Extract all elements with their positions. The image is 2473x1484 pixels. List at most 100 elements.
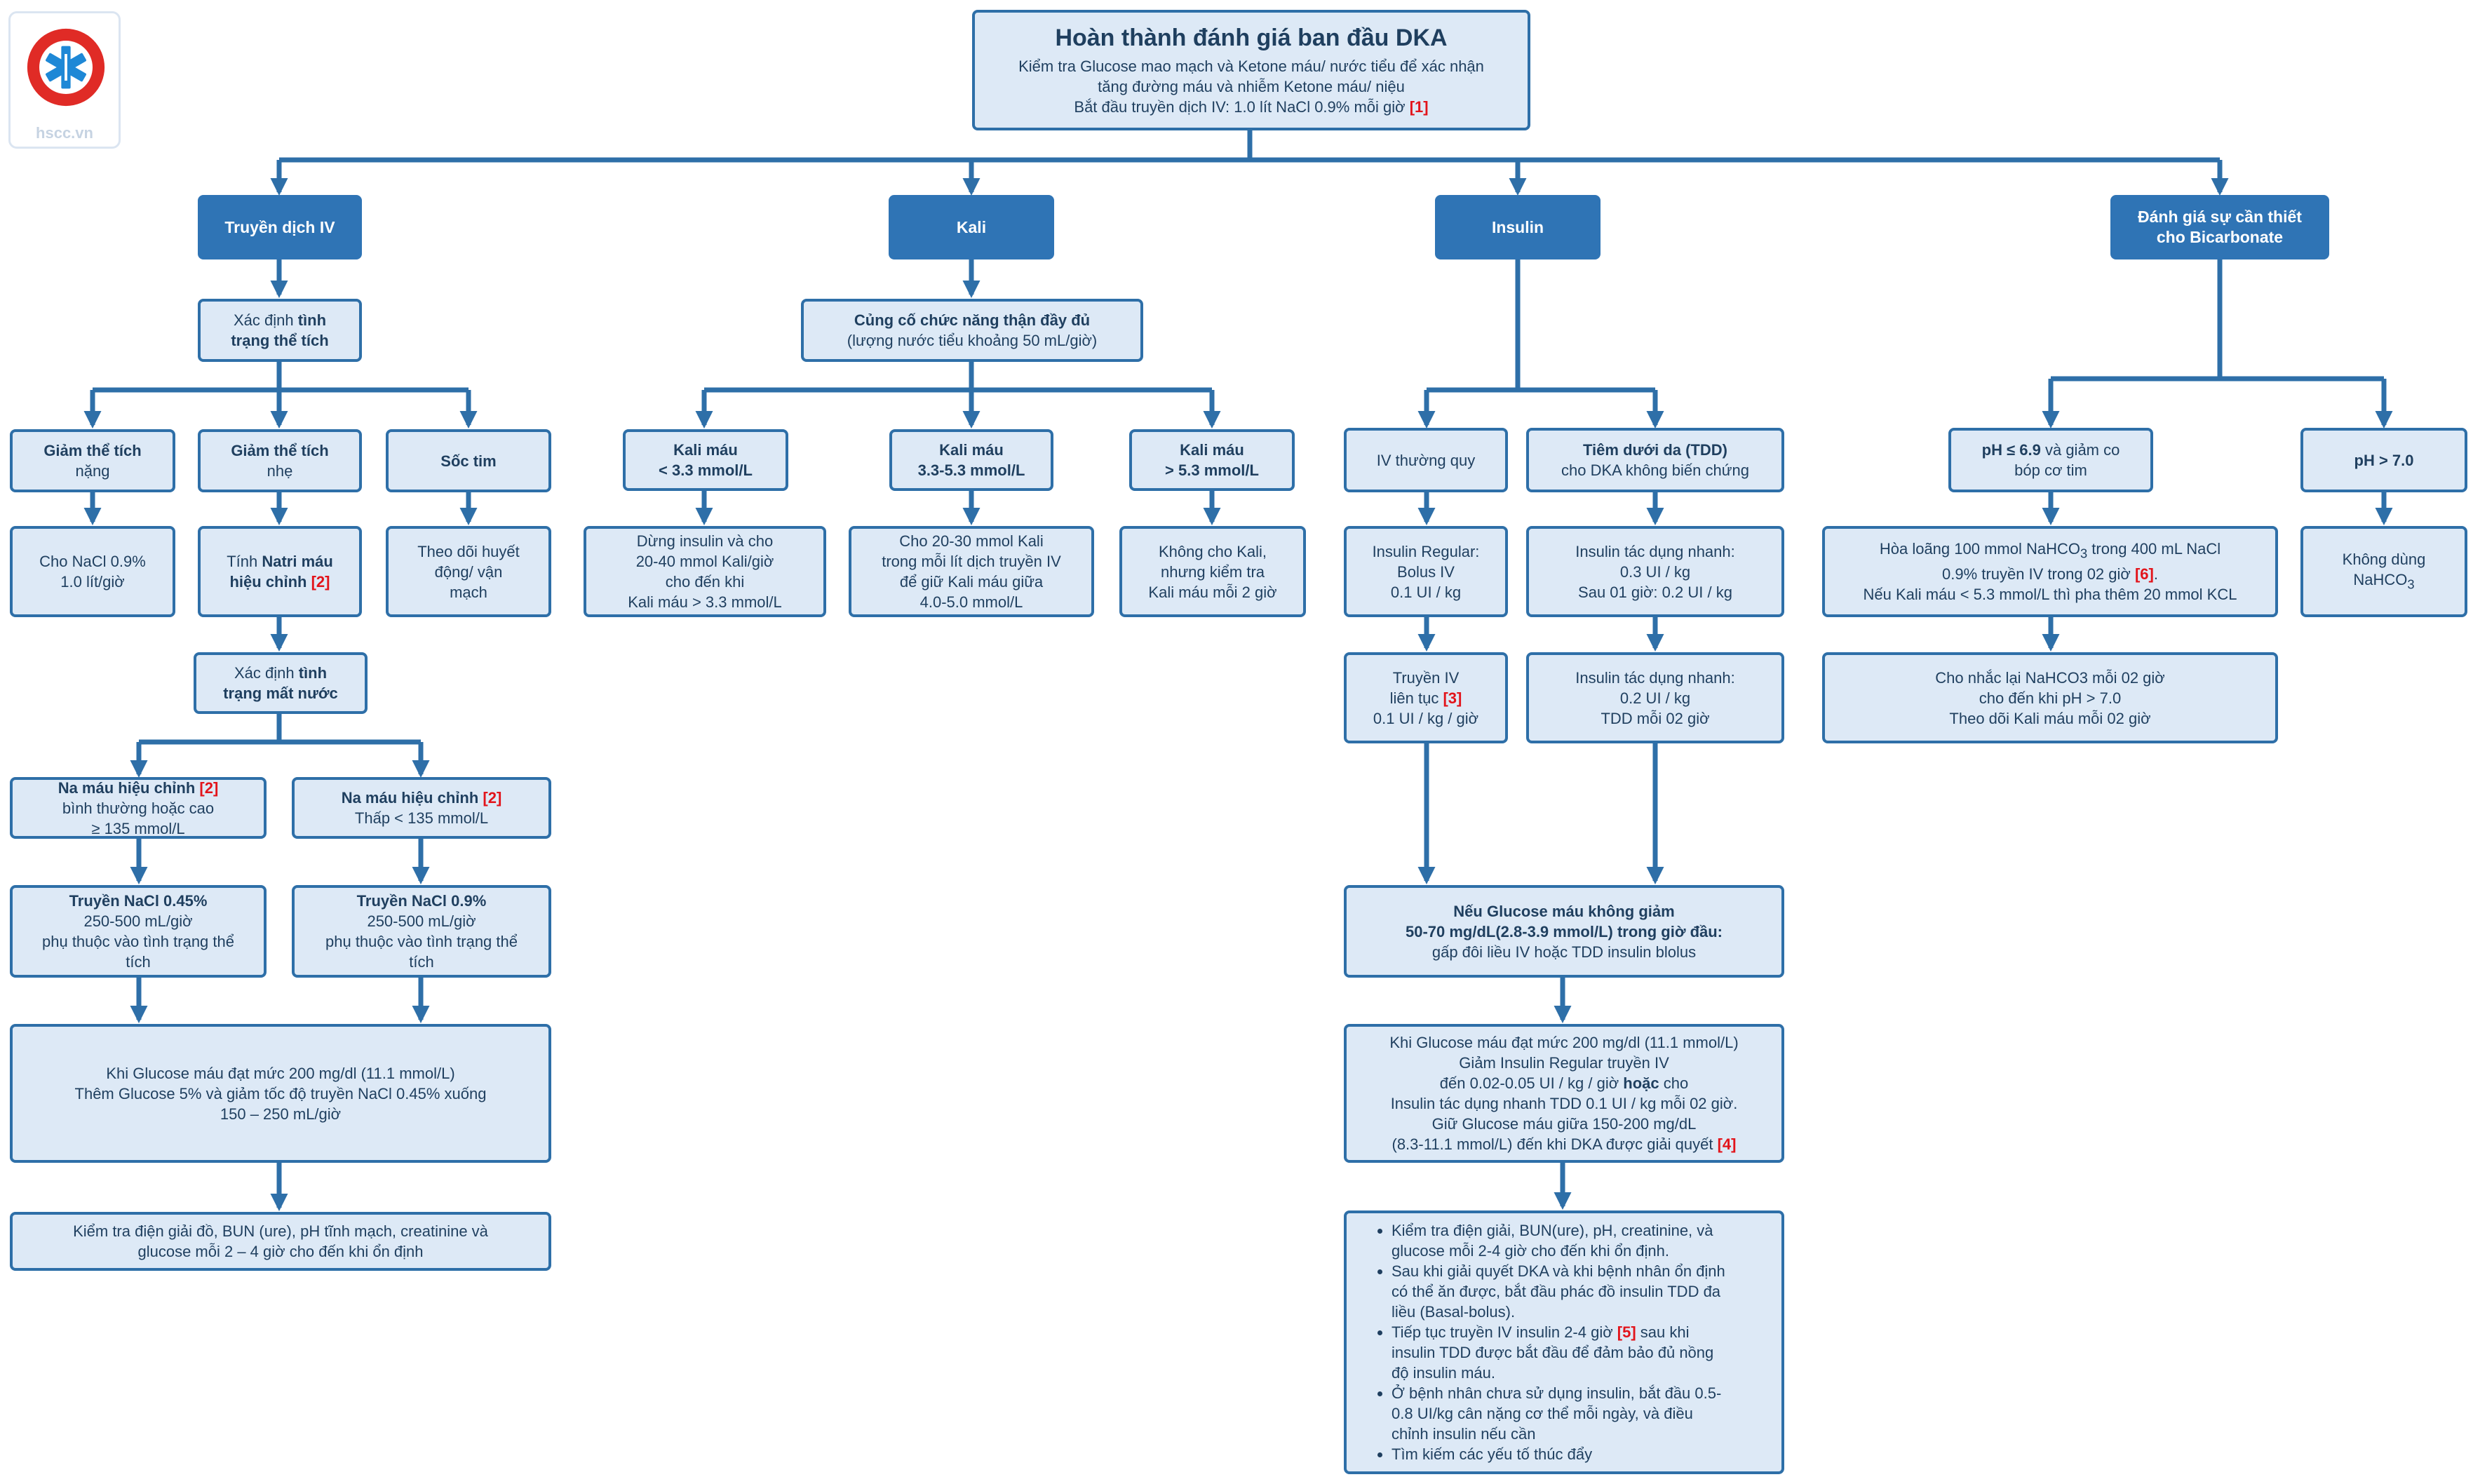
text-line: Insulin Regular: [1372,542,1480,560]
text-line: và giảm co [2040,441,2120,459]
text-line: Theo dõi huyết [417,542,520,560]
reference-marker: [2] [483,789,502,807]
logo-site-text: hscc.vn [36,124,93,142]
reference-marker: [5] [1617,1323,1636,1341]
text-line: tích [409,953,434,971]
text-line: liên tục [3] [1390,688,1462,708]
text-line: Xác định tình [234,663,327,683]
text-line: glucose mỗi 2-4 giờ cho đến khi ổn định. [1392,1242,1669,1260]
text-line: Không dùng [2342,550,2426,568]
text-line: Khi Glucose máu đạt mức 200 mg/dl (11.1 … [106,1064,455,1082]
text-line: Củng cố chức năng thận đầy đủ [854,311,1091,329]
text-line: pH ≤ 6.9 [1981,441,2041,459]
text-line: NaHCO3 [2353,569,2414,594]
text-line: Kali máu mỗi 2 giờ [1148,583,1277,601]
text-line: Xác định [233,311,298,329]
sodium-low: Na máu hiệu chỉnh [2] Thấp < 135 mmol/L [292,777,551,839]
text-line: 0.1 UI / kg [1390,583,1462,601]
text-line: Ở bệnh nhân chưa sử dụng insulin, bắt đầ… [1392,1384,1722,1402]
text-line: Natri máu [262,553,333,570]
text-line: nặng [75,462,110,480]
text-line: cho đến khi pH > 7.0 [1979,689,2122,707]
text-line: Kali [956,217,987,236]
text-line: 0.3 UI / kg [1619,562,1691,581]
text-line: trong mỗi lít dịch truyền IV [882,553,1061,570]
severe-action: Cho NaCl 0.9%1.0 lít/giờ [10,526,175,617]
page-title: Hoàn thành đánh giá ban đầu DKA [1055,24,1448,51]
subcutaneous-route: Tiêm dưới da (TDD)cho DKA không biến chứ… [1526,428,1784,492]
text-line: Bắt đầu truyền dịch IV: 1.0 lít NaCl 0.9… [1074,97,1406,116]
reference-marker: [1] [1409,97,1429,116]
text-line: Truyền NaCl 0.9% [356,892,487,910]
text-line: Na máu hiệu chỉnh [2] [58,778,219,798]
text-line: trong 400 mL NaCl [2087,540,2221,558]
reference-marker: [4] [1717,1135,1737,1153]
text-line: Tiếp tục truyền IV insulin 2-4 giờ [5] s… [1392,1322,1725,1342]
text-line: bình thường hoặc cao [62,799,215,817]
sc-dose-initial: Insulin tác dụng nhanh: 0.3 UI / kg Sau 01… [1526,526,1784,617]
text-line: Theo dõi Kali máu mỗi 02 giờ [1949,709,2151,727]
text-line: bóp cơ tim [2014,461,2087,479]
text-line: Cho NaCl 0.9% [39,553,146,570]
text-line: 20-40 mmol Kali/giờ [635,553,774,570]
assess-dehydration: Xác định tình trạng mất nước [194,652,368,714]
branch-fluid-header: Truyền dịch IV [198,195,362,259]
list-item: Kiểm tra điện giải, BUN(ure), pH, creati… [1392,1220,1725,1261]
text-line: 3 [2080,546,2088,561]
text-line: Kiểm tra điện giải đồ, BUN (ure), pH tĩn… [73,1222,488,1240]
text-line: Tiếp tục truyền IV insulin 2-4 giờ [1392,1323,1617,1341]
text-line: Insulin tác dụng nhanh: [1575,542,1735,560]
text-line: chỉnh insulin nếu cần [1392,1425,1536,1443]
text-line: trạng mất nước [223,684,338,702]
text-line: Kali máu [1180,441,1244,459]
reference-marker: [3] [1443,689,1462,707]
text-line: độ insulin máu. [1392,1364,1495,1382]
text-line: Na máu hiệu chỉnh [58,778,196,797]
text-line: Xác định tình [234,310,326,330]
text-line: hoặc [1623,1074,1659,1092]
corrected-sodium-calc: Tính Natri máu hiệu chỉnh [2] [198,526,362,617]
text-line: Sau khi giải quyết DKA và khi bệnh nhân … [1392,1262,1725,1280]
text-line: để giữ Kali máu giữa [899,573,1044,591]
dilute-bicarbonate: Hòa loãng 100 mmol NaHCO3 trong 400 mL N… [1822,526,2278,617]
text-line: 250-500 mL/giờ [83,912,193,930]
cardiogenic-shock: Sốc tim [386,429,551,492]
renal-function: Củng cố chức năng thận đầy đủ(lượng nước… [801,299,1143,362]
no-bicarbonate: Không dùng NaHCO3 [2300,526,2467,617]
text-line: Thêm Glucose 5% và giảm tốc độ truyền Na… [74,1084,487,1102]
text-line: Hòa loãng 100 mmol NaHCO [1879,540,2080,558]
ph-low: pH ≤ 6.9 và giảm co bóp cơ tim [1948,428,2153,492]
text-line: nhẹ [267,462,293,480]
text-line: 50-70 mg/dL(2.8-3.9 mmol/L) trong giờ đầ… [1405,922,1723,940]
text-line: tích [126,953,151,971]
text-line: 0.1 UI / kg / giờ [1373,709,1479,727]
text-line: Bắt đầu truyền dịch IV: 1.0 lít NaCl 0.9… [1074,97,1428,117]
list-item: Sau khi giải quyết DKA và khi bệnh nhân … [1392,1261,1725,1322]
text-line: Sốc tim [440,452,497,470]
text-line: liều (Basal-bolus). [1392,1303,1516,1321]
text-line: (8.3-11.1 mmol/L) đến khi DKA được giải … [1392,1134,1737,1154]
branch-insulin-header: Insulin [1435,195,1601,259]
list-item: Tiếp tục truyền IV insulin 2-4 giờ [5] s… [1392,1322,1725,1383]
text-line: Đánh giá sự cần thiết [2138,208,2302,226]
potassium-low: Kali máu< 3.3 mmol/L [623,429,788,491]
text-line: IV thường quy [1376,451,1476,469]
text-line: Tính [227,553,262,570]
text-line: cho đến khi [665,573,745,591]
text-line: hiệu chỉnh [229,573,307,591]
text-line: phụ thuộc vào tình trạng thể [325,933,518,950]
text-line: Sau 01 giờ: 0.2 UI / kg [1578,583,1732,601]
text-line: đến 0.02-0.05 UI / kg / giờ [1439,1074,1624,1092]
potassium-high: Kali máu> 5.3 mmol/L [1129,429,1295,491]
text-line: 0.8 UI/kg cân nặng cơ thể mỗi ngày, và đ… [1392,1405,1693,1422]
text-line: Na máu hiệu chỉnh [2] [342,788,502,808]
text-line: Truyền dịch IV [224,217,335,236]
text-line: Tiêm dưới da (TDD) [1583,441,1727,459]
text-line: 4.0-5.0 mmol/L [919,593,1023,611]
text-line: trạng thể tích [231,332,329,349]
text-line: 0.9% truyền IV trong 02 giờ [1942,565,2135,583]
